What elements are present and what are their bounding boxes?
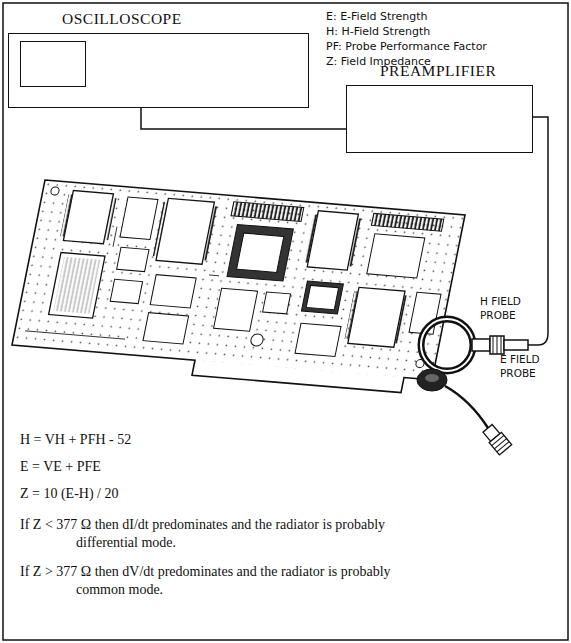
device-box [346, 85, 533, 153]
legend-text: PF: Probe Performance Factor [326, 39, 487, 54]
formula: Z = 10 (E-H) / 20 [20, 486, 119, 502]
probe-label: E FIELD PROBE [500, 352, 562, 380]
device-box [8, 33, 309, 108]
device-label: OSCILLOSCOPE [8, 10, 309, 28]
screen [20, 41, 86, 87]
legend-text: E: E-Field Strength [326, 9, 428, 24]
legend-text: H: H-Field Strength [326, 24, 430, 39]
e-field-probe [417, 369, 512, 455]
legend-text: Z: Field Impedance [326, 54, 431, 69]
oscilloscope: OSCILLOSCOPE [8, 10, 309, 108]
note: If Z > 377 Ω then dV/dt predominates and… [20, 563, 436, 599]
probe-label: H FIELD PROBE [480, 294, 542, 322]
note: If Z < 377 Ω then dI/dt predominates and… [20, 516, 436, 552]
preamplifier: PREAMPLIFIER [346, 62, 533, 153]
frame [3, 3, 568, 640]
circuit-board [9, 180, 465, 395]
formula: E = VE + PFE [20, 459, 101, 475]
signal-cable [141, 108, 346, 129]
formula: H = VH + PFH - 52 [20, 432, 131, 448]
